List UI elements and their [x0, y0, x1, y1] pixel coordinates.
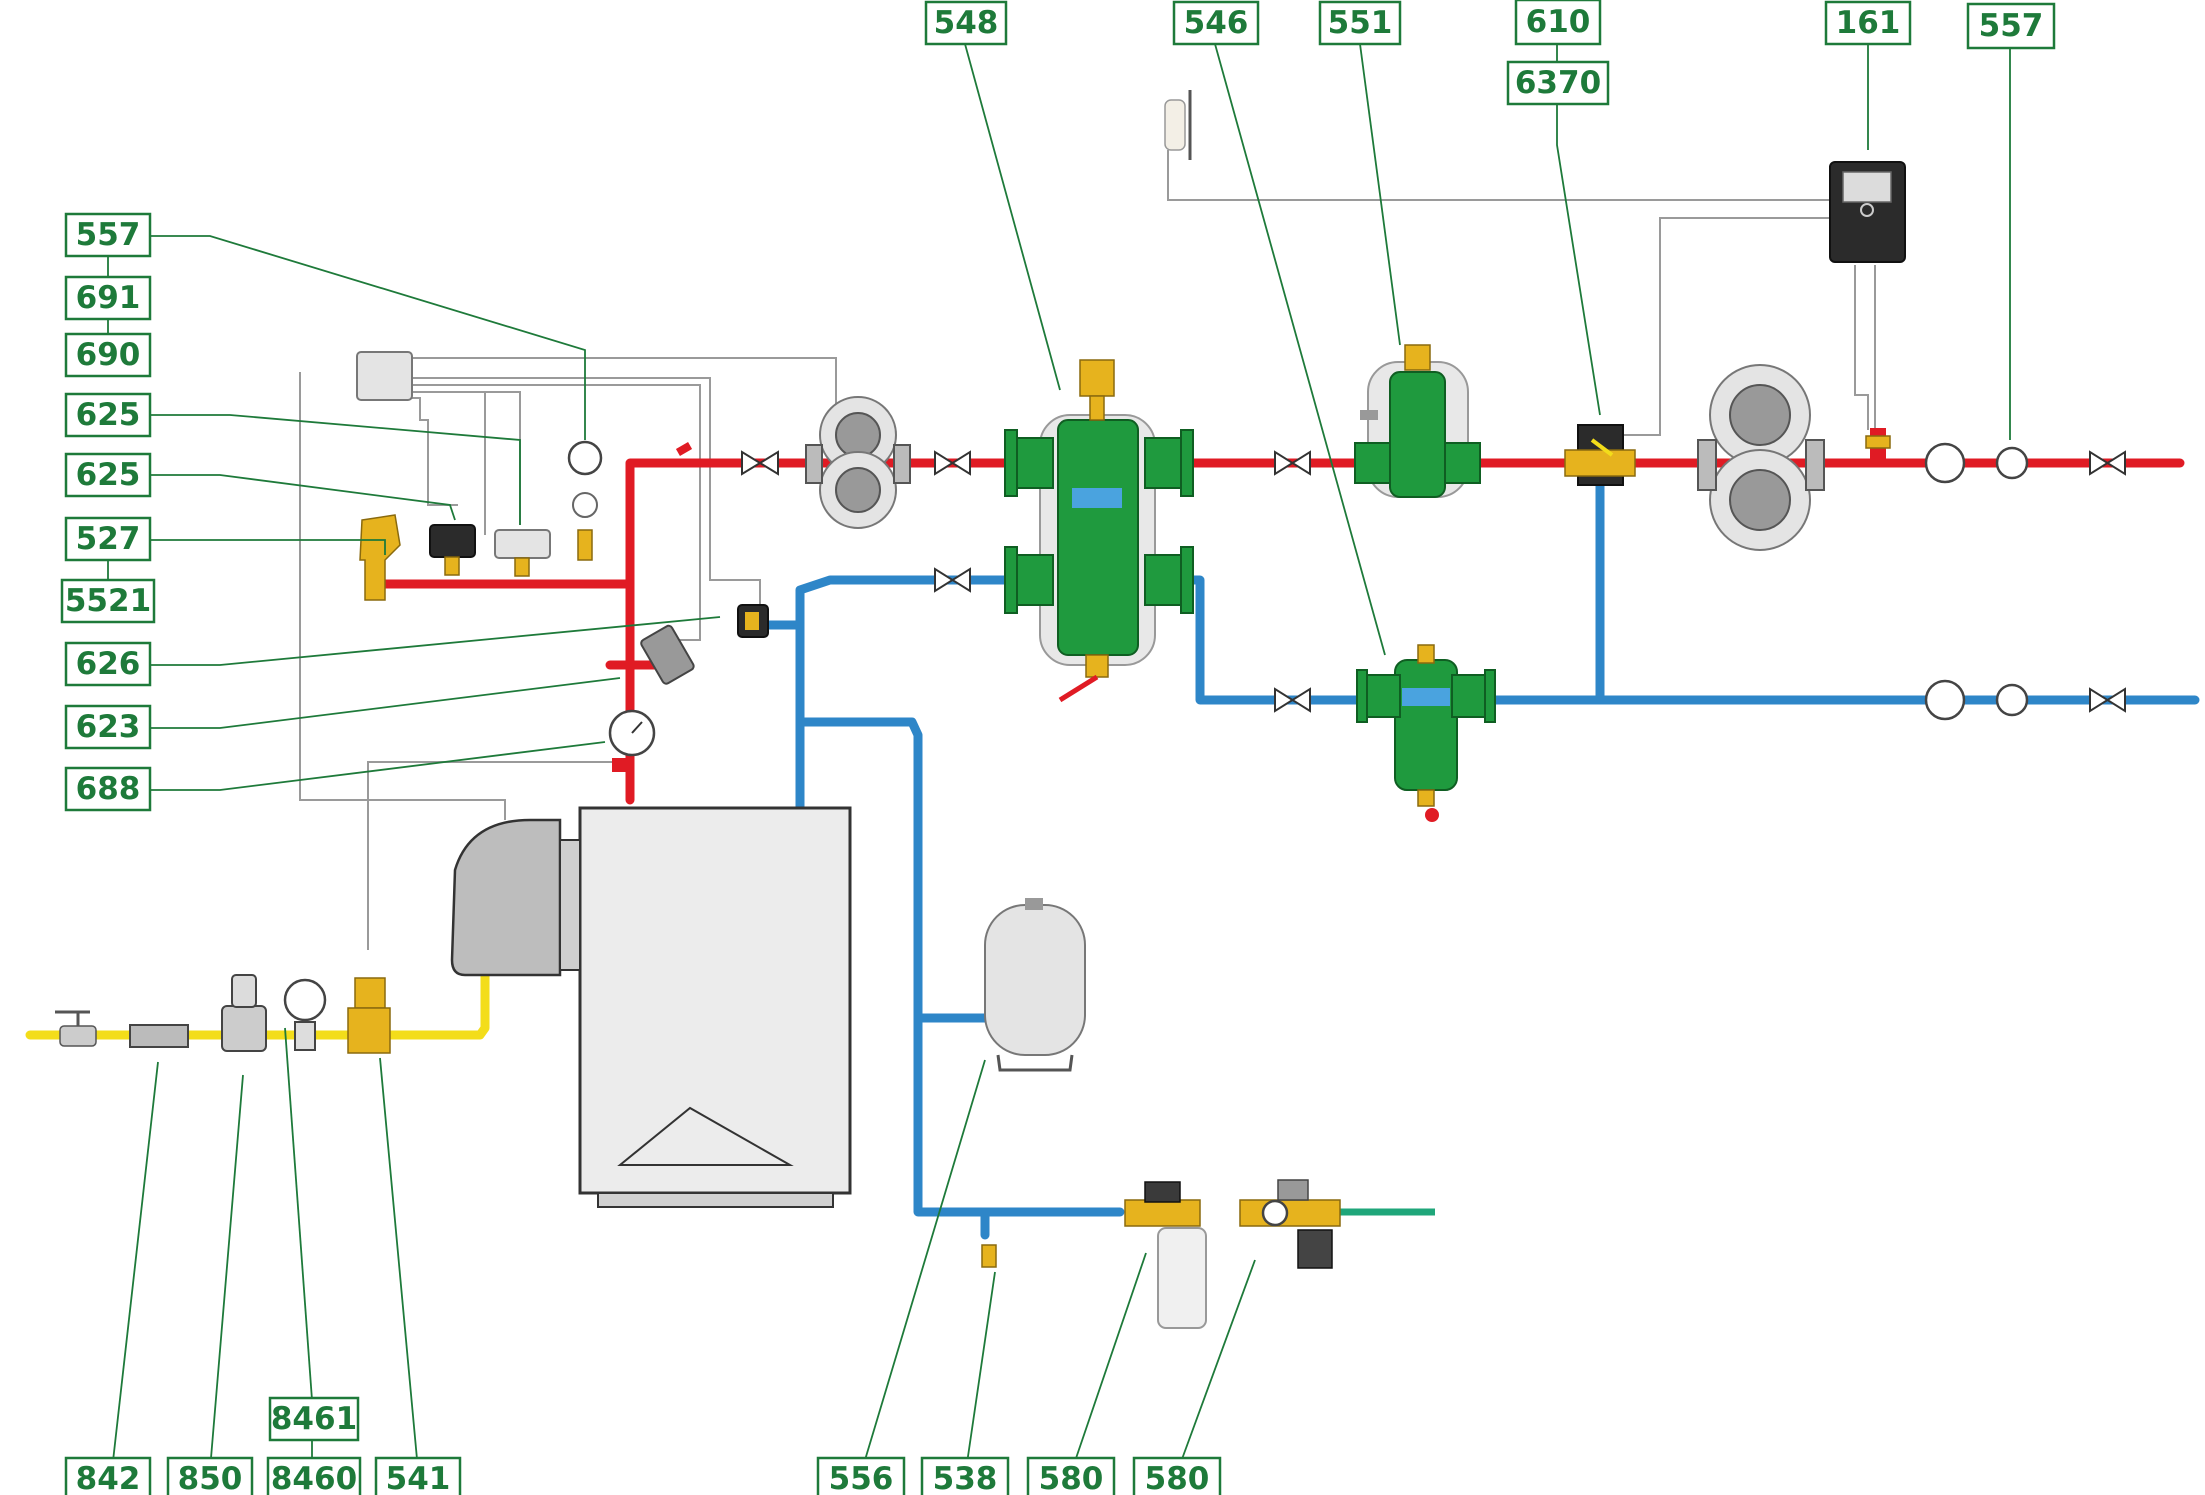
- svg-text:610: 610: [1526, 4, 1591, 40]
- svg-text:580: 580: [1145, 1461, 1210, 1495]
- boiler: [450, 806, 852, 1208]
- label-557-top: 557: [1966, 2, 2056, 50]
- svg-text:538: 538: [933, 1461, 998, 1495]
- svg-text:527: 527: [76, 521, 141, 557]
- expansion-vessel: [984, 898, 1086, 1072]
- svg-text:690: 690: [76, 337, 141, 373]
- svg-text:688: 688: [76, 771, 141, 807]
- label-8461: 8461: [268, 1396, 360, 1442]
- label-688: 688: [64, 766, 152, 812]
- callout-labels: 548 546 551 610 6370 161 557 557 691 690…: [60, 0, 2056, 1495]
- svg-text:580: 580: [1039, 1461, 1104, 1495]
- gas-train: [55, 974, 391, 1054]
- dirt-separator: [1356, 644, 1496, 822]
- label-623: 623: [64, 704, 152, 750]
- svg-text:625: 625: [76, 457, 141, 493]
- label-8460: 8460: [266, 1456, 362, 1495]
- label-538: 538: [920, 1456, 1010, 1495]
- label-541: 541: [374, 1456, 462, 1495]
- label-626: 626: [64, 641, 152, 687]
- water-treatment: [981, 1179, 1341, 1329]
- svg-text:557: 557: [76, 217, 141, 253]
- label-690: 690: [64, 332, 152, 378]
- svg-text:161: 161: [1836, 5, 1901, 41]
- leader-lines: [107, 43, 2011, 1471]
- label-625-a: 625: [64, 392, 152, 438]
- controller: [1829, 161, 1906, 263]
- svg-text:625: 625: [76, 397, 141, 433]
- label-556: 556: [816, 1456, 906, 1495]
- label-625-b: 625: [64, 452, 152, 498]
- label-161: 161: [1824, 0, 1912, 46]
- label-6370: 6370: [1506, 60, 1610, 106]
- label-546: 546: [1172, 0, 1260, 46]
- label-850: 850: [166, 1456, 254, 1495]
- twin-pump-right: [1697, 364, 1825, 551]
- svg-text:8460: 8460: [271, 1461, 357, 1495]
- svg-text:556: 556: [829, 1461, 894, 1495]
- label-842: 842: [64, 1456, 152, 1495]
- svg-text:541: 541: [386, 1461, 451, 1495]
- svg-text:623: 623: [76, 709, 141, 745]
- svg-text:8461: 8461: [271, 1401, 357, 1437]
- hydraulic-separator: [1004, 359, 1194, 703]
- svg-text:557: 557: [1979, 8, 2044, 44]
- mixing-valve: [1564, 424, 1636, 486]
- air-separator: [1354, 344, 1481, 498]
- safety-devices: [356, 351, 769, 772]
- svg-text:548: 548: [934, 5, 999, 41]
- svg-text:6370: 6370: [1515, 65, 1601, 101]
- label-557-left: 557: [64, 212, 152, 258]
- label-527: 527: [64, 516, 152, 562]
- label-580-b: 580: [1132, 1456, 1222, 1495]
- label-610: 610: [1514, 0, 1602, 46]
- svg-text:842: 842: [76, 1461, 141, 1495]
- svg-text:691: 691: [76, 280, 141, 316]
- svg-text:850: 850: [178, 1461, 243, 1495]
- flow-gauges: [1865, 428, 2029, 721]
- label-5521: 5521: [60, 578, 156, 624]
- svg-text:546: 546: [1184, 5, 1249, 41]
- svg-text:5521: 5521: [65, 583, 151, 619]
- label-551: 551: [1318, 0, 1402, 46]
- svg-text:626: 626: [76, 646, 141, 682]
- outdoor-sensor: [1164, 90, 1192, 160]
- isolation-valves: [741, 450, 2126, 713]
- label-691: 691: [64, 275, 152, 321]
- twin-pump-left: [805, 396, 911, 529]
- label-548: 548: [924, 0, 1008, 46]
- label-580-a: 580: [1026, 1456, 1116, 1495]
- svg-text:551: 551: [1328, 5, 1393, 41]
